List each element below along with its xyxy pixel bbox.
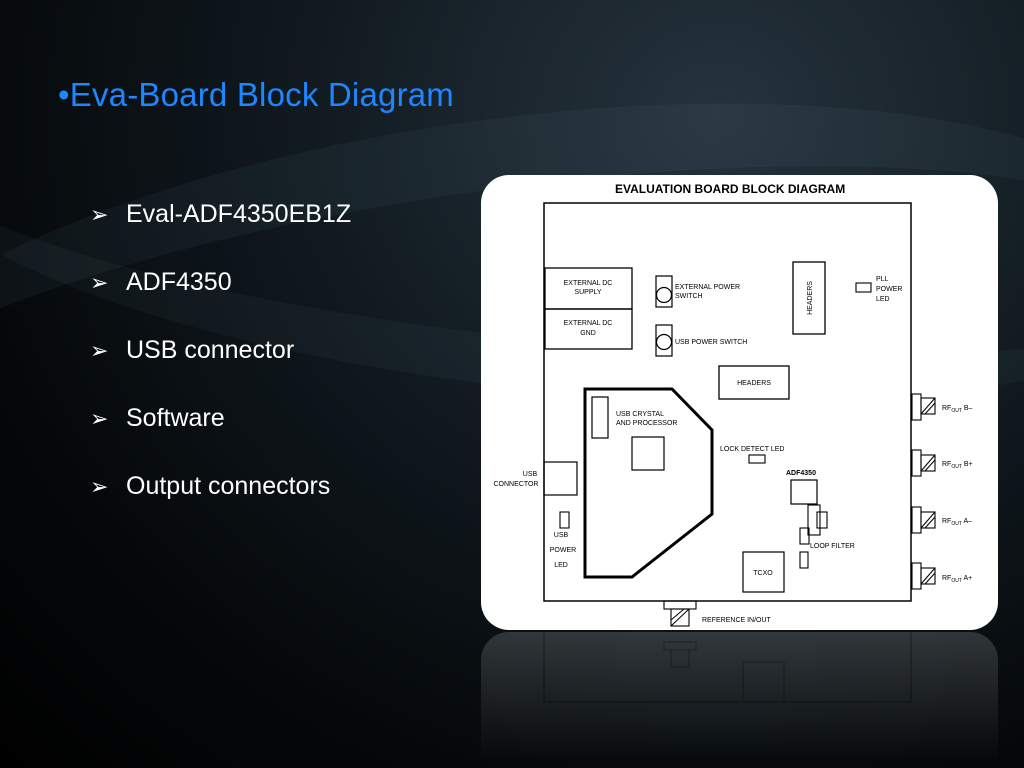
loop-filter-component <box>807 504 821 536</box>
usb-power-led-label: LED <box>554 562 568 569</box>
arrow-bullet-icon: ➢ <box>90 338 109 363</box>
usb-crystal-label: USB CRYSTAL <box>616 411 664 418</box>
rf-out-label: RFOUT A– <box>942 518 972 527</box>
rf-out-label: RFOUT B+ <box>942 461 973 470</box>
bullet-text: ADF4350 <box>126 268 232 296</box>
adf4350-chip-icon <box>790 479 818 505</box>
bullet-text: Software <box>126 404 225 432</box>
reference-in-out-label: REFERENCE IN/OUT <box>702 617 772 624</box>
external-dc-gnd-block <box>544 308 633 350</box>
card-reflection <box>481 632 998 762</box>
usb-power-led-icon <box>559 511 570 529</box>
adf4350-label: ADF4350 <box>786 470 816 477</box>
pll-power-led-label: LED <box>876 296 890 303</box>
rf-out-a-plus-connector: RFOUT A+ <box>911 562 972 590</box>
external-dc-supply-label: SUPPLY <box>574 289 601 296</box>
external-dc-gnd-label: EXTERNAL DC <box>564 320 613 327</box>
board-outline <box>543 202 912 602</box>
bullet-list: ➢ Eval-ADF4350EB1Z ➢ ADF4350 ➢ USB connecto… <box>90 200 351 540</box>
usb-power-led-label: USB <box>554 532 569 539</box>
slide-title: •Eva-Board Block Diagram <box>58 76 454 113</box>
arrow-bullet-icon: ➢ <box>90 270 109 295</box>
usb-crystal-processor-outline <box>583 387 714 579</box>
block-diagram-card: EVALUATION BOARD BLOCK DIAGRAM EXTERNAL … <box>481 175 998 630</box>
bullet-item: ➢ USB connector <box>90 336 351 404</box>
switch-icon <box>655 333 673 351</box>
usb-power-switch-block <box>655 324 673 357</box>
usb-crystal-label: AND PROCESSOR <box>616 420 677 427</box>
bullet-text: Output connectors <box>126 472 331 500</box>
external-power-switch-label: EXTERNAL POWER <box>675 284 740 291</box>
bullet-item: ➢ Software <box>90 404 351 472</box>
headers-vertical-label: HEADERS <box>807 281 814 315</box>
loop-filter-component <box>799 527 810 545</box>
bullet-item: ➢ Eval-ADF4350EB1Z <box>90 200 351 268</box>
external-dc-supply-label: EXTERNAL DC <box>564 280 613 287</box>
reflection-art <box>543 632 912 703</box>
usb-power-led-label: POWER <box>550 547 576 554</box>
external-dc-gnd-label: GND <box>580 330 596 337</box>
switch-icon <box>655 286 673 304</box>
rf-out-a-minus-connector: RFOUT A– <box>911 506 972 534</box>
lock-detect-led-label: LOCK DETECT LED <box>720 446 784 453</box>
usb-power-switch-label: USB POWER SWITCH <box>675 339 747 346</box>
external-power-switch-label: SWITCH <box>675 293 703 300</box>
pll-power-led-label: PLL <box>876 276 889 283</box>
loop-filter-component <box>799 551 809 569</box>
tcxo-label: TCXO <box>753 570 773 577</box>
block-diagram: EVALUATION BOARD BLOCK DIAGRAM EXTERNAL … <box>494 182 973 627</box>
arrow-bullet-icon: ➢ <box>90 406 109 431</box>
pll-power-led-icon <box>855 282 872 293</box>
arrow-bullet-icon: ➢ <box>90 202 109 227</box>
bullet-text: Eval-ADF4350EB1Z <box>126 200 352 228</box>
loop-filter-component <box>816 511 828 529</box>
headers-vertical-block <box>792 261 826 335</box>
usb-crystal-icon <box>591 396 609 439</box>
pll-power-led-label: POWER <box>876 286 902 293</box>
arrow-bullet-icon: ➢ <box>90 474 109 499</box>
usb-connector-label: CONNECTOR <box>494 481 539 488</box>
lock-detect-led-icon <box>748 454 766 464</box>
usb-connector-label: USB <box>523 471 538 478</box>
bullet-item: ➢ Output connectors <box>90 472 351 540</box>
bullet-text: USB connector <box>126 336 295 364</box>
external-power-switch-block <box>655 275 673 308</box>
usb-processor-chip-icon <box>631 436 665 471</box>
rf-out-b-minus-connector: RFOUT B– <box>911 393 973 421</box>
rf-out-b-plus-connector: RFOUT B+ <box>911 449 973 477</box>
loop-filter-label: LOOP FILTER <box>810 543 855 550</box>
rf-out-label: RFOUT B– <box>942 405 973 414</box>
headers-block <box>718 365 790 400</box>
rf-out-label: RFOUT A+ <box>942 575 972 584</box>
usb-connector-block <box>543 461 578 496</box>
headers-label: HEADERS <box>737 380 771 387</box>
bullet-item: ➢ ADF4350 <box>90 268 351 336</box>
reference-in-out-connector <box>663 600 697 627</box>
diagram-title: EVALUATION BOARD BLOCK DIAGRAM <box>615 182 845 196</box>
tcxo-block <box>742 551 785 593</box>
